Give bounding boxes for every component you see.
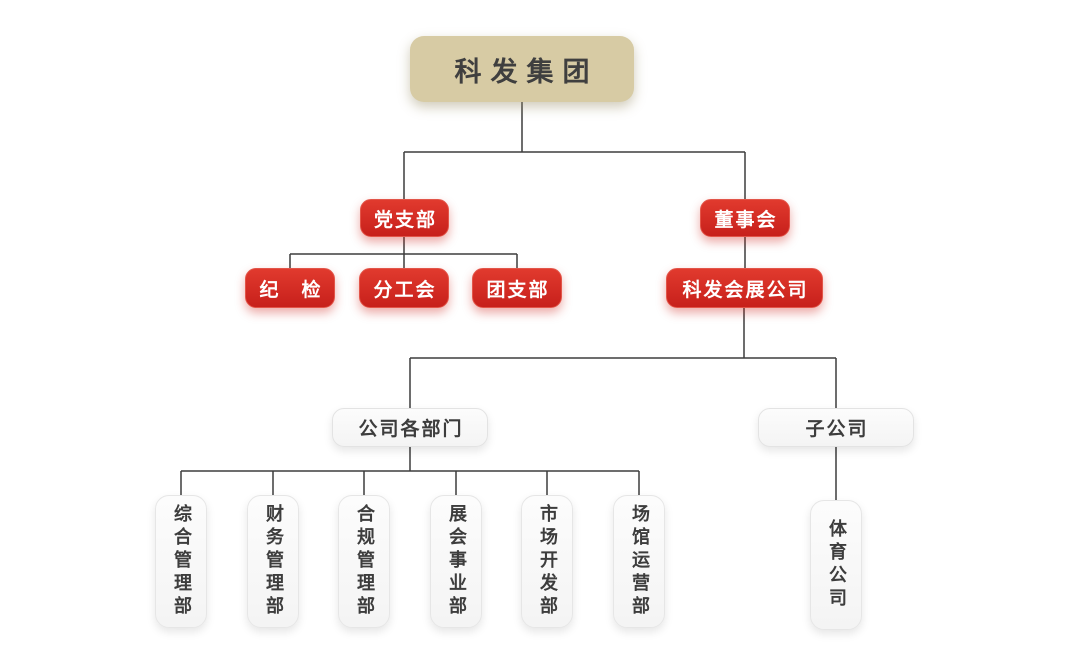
node-party-branch: 党支部 [360,199,449,237]
node-sub-union: 分工会 [359,268,449,308]
node-subsidiaries: 子公司 [758,408,914,447]
node-dept-general-management: 综合管理部 [155,495,207,628]
node-company-departments: 公司各部门 [332,408,488,447]
node-board-of-directors: 董事会 [700,199,790,237]
node-dept-compliance-management: 合规管理部 [338,495,390,628]
node-discipline-inspection: 纪 检 [245,268,335,308]
node-youth-league-branch: 团支部 [472,268,562,308]
node-exhibition-company: 科发会展公司 [666,268,823,308]
node-group-root: 科发集团 [410,36,634,102]
node-dept-market-development: 市场开发部 [521,495,573,628]
node-dept-finance-management: 财务管理部 [247,495,299,628]
node-sports-company: 体育公司 [810,500,862,630]
node-dept-exhibition-business: 展会事业部 [430,495,482,628]
node-dept-venue-operations: 场馆运营部 [613,495,665,628]
